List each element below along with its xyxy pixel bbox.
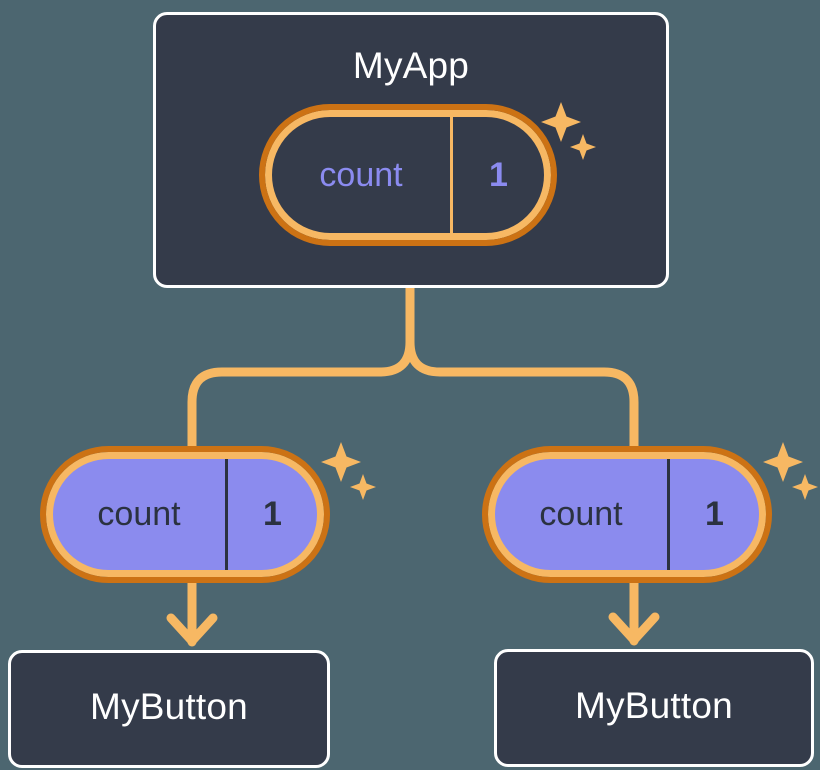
state-name: count [539, 495, 623, 533]
state-pill-body: count 1 [482, 446, 772, 583]
state-pill-body: count 1 [40, 446, 330, 583]
state-value: 1 [225, 459, 317, 570]
state-value: 1 [667, 459, 759, 570]
component-title-mybutton: MyButton [575, 685, 733, 726]
state-value: 1 [450, 117, 544, 233]
connector-right-branch [405, 283, 639, 465]
state-pill-body: count 1 [259, 104, 557, 246]
component-title-myapp: MyApp [352, 45, 470, 86]
arrow-head-right [608, 612, 660, 645]
component-box-mybutton-left[interactable]: MyButton [8, 650, 330, 768]
state-pill-child-right[interactable]: count 1 [482, 446, 772, 583]
sparkles-icon [321, 442, 376, 500]
state-name: count [97, 495, 181, 533]
state-name: count [319, 155, 403, 194]
arrow-head-left [166, 613, 218, 646]
component-box-mybutton-right[interactable]: MyButton [494, 649, 814, 767]
connector-left-branch [187, 283, 415, 465]
sparkles-icon [763, 442, 818, 500]
component-title-mybutton: MyButton [90, 686, 248, 727]
state-pill-child-left[interactable]: count 1 [40, 446, 330, 583]
state-pill-root[interactable]: count 1 [259, 104, 557, 246]
